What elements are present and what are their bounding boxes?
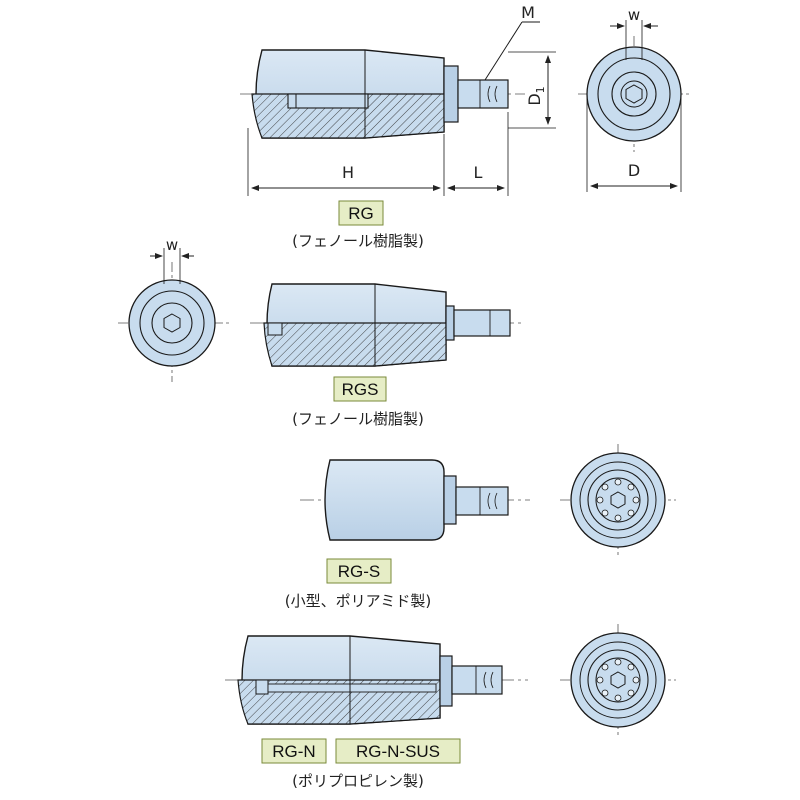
svg-text:RG-N: RG-N bbox=[272, 742, 315, 761]
rg-side-view: M D1 H L bbox=[240, 3, 556, 196]
rgs-side-view bbox=[250, 283, 522, 367]
rg-n-end-view bbox=[560, 624, 676, 736]
caption-rg: (フェノール樹脂製) bbox=[292, 232, 424, 250]
dim-w-label-rgs: w bbox=[166, 236, 178, 254]
label-rg-n-sus: RG-N-SUS bbox=[335, 738, 461, 764]
svg-text:RG: RG bbox=[348, 204, 374, 223]
svg-text:RG-S: RG-S bbox=[338, 562, 381, 581]
caption-rgs: (フェノール樹脂製) bbox=[292, 410, 424, 428]
dim-d-label: D bbox=[628, 161, 640, 180]
label-rg-n: RG-N bbox=[261, 738, 327, 764]
dim-h-label: H bbox=[342, 163, 354, 182]
svg-text:RG-N-SUS: RG-N-SUS bbox=[356, 742, 440, 761]
dim-w-label: w bbox=[628, 6, 640, 24]
label-rg-s: RG-S bbox=[326, 558, 392, 584]
dim-m-label: M bbox=[521, 3, 535, 22]
dim-d1-label: D1 bbox=[525, 86, 547, 105]
caption-rg-s: (小型、ポリアミド製) bbox=[285, 592, 431, 610]
rg-s-end-view bbox=[560, 444, 676, 556]
dim-l-label: L bbox=[474, 163, 483, 182]
label-rgs: RGS bbox=[333, 376, 387, 402]
rg-end-view: w D bbox=[578, 6, 690, 192]
label-rg: RG bbox=[338, 200, 384, 226]
svg-text:RGS: RGS bbox=[342, 380, 379, 399]
rg-s-side-view bbox=[300, 459, 530, 541]
caption-rg-n: (ポリプロピレン製) bbox=[292, 772, 424, 790]
rg-n-side-view bbox=[225, 635, 528, 725]
rgs-end-view: w bbox=[118, 236, 232, 382]
